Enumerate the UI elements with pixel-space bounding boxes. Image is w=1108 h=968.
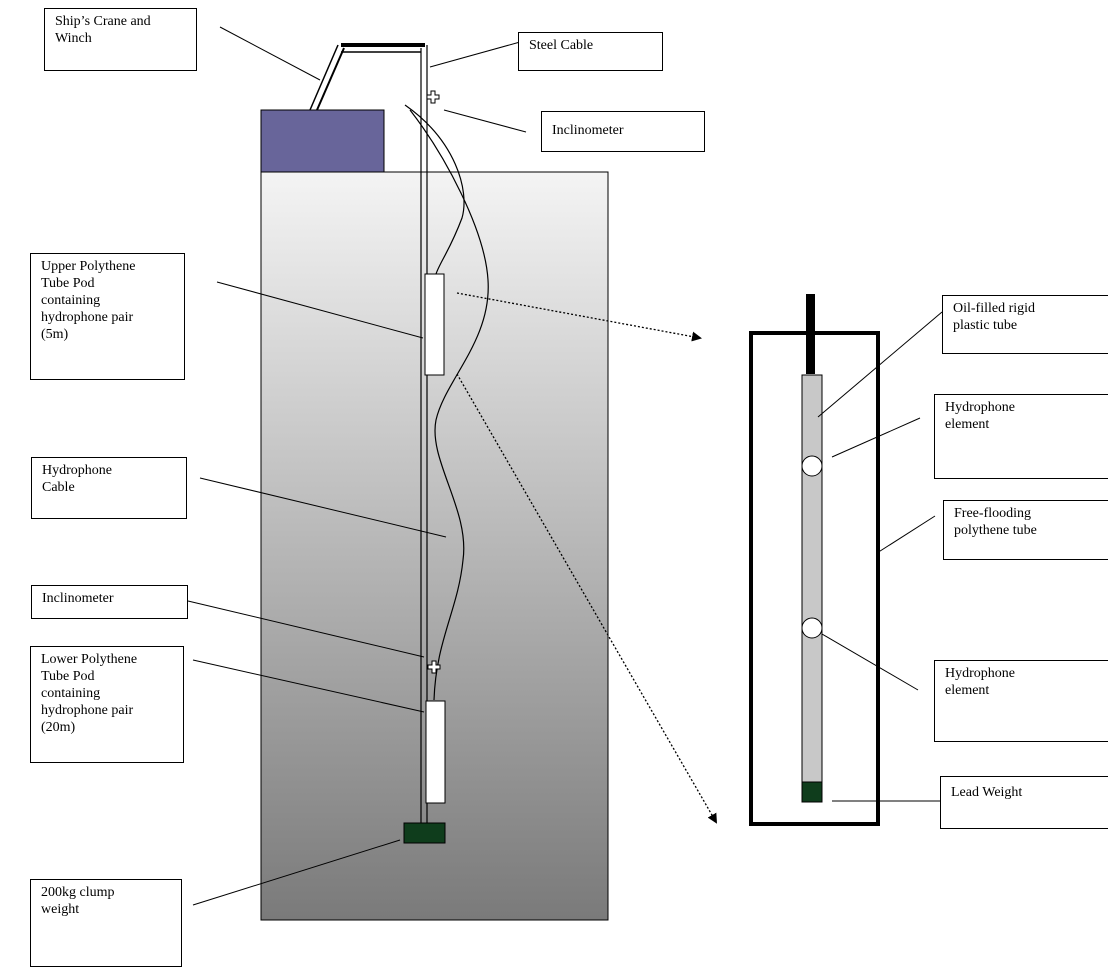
label-crane: Ship’s Crane and Winch: [44, 8, 197, 71]
detail-suspension-rod: [806, 294, 815, 374]
inclinometer-top-icon: [426, 90, 440, 104]
steel-cable: [420, 45, 428, 826]
label-clump-weight: 200kg clump weight: [30, 879, 182, 967]
label-steel-cable: Steel Cable: [518, 32, 663, 71]
upper-pod: [424, 273, 445, 376]
label-free-flooding: Free-flooding polythene tube: [943, 500, 1108, 560]
hydrophone-cable-lower: [409, 109, 489, 701]
hydrophone-cable: [404, 104, 465, 275]
detail-lead-weight: [801, 781, 823, 803]
label-oil-tube: Oil-filled rigid plastic tube: [942, 295, 1108, 354]
ship-crane: [309, 43, 425, 111]
leader-lines: [187, 26, 943, 906]
label-hydrophone-element-1: Hydrophone element: [934, 394, 1108, 479]
zoom-arrow-upper: [456, 292, 702, 342]
hydrophone-element-upper: [801, 455, 823, 477]
label-lead-weight: Lead Weight: [940, 776, 1108, 829]
label-hydrophone-cable: Hydrophone Cable: [31, 457, 187, 519]
clump-weight: [403, 822, 446, 844]
label-inclinometer-top: Inclinometer: [541, 111, 705, 152]
label-inclinometer-lower: Inclinometer: [31, 585, 188, 619]
lower-pod: [425, 700, 446, 804]
label-upper-pod: Upper Polythene Tube Pod containing hydr…: [30, 253, 185, 380]
detail-oil-tube: [801, 374, 823, 803]
ship: [260, 109, 385, 173]
label-lower-pod: Lower Polythene Tube Pod containing hydr…: [30, 646, 184, 763]
label-hydrophone-element-2: Hydrophone element: [934, 660, 1108, 742]
hydrophone-element-lower: [801, 617, 823, 639]
inclinometer-lower-icon: [427, 660, 441, 674]
